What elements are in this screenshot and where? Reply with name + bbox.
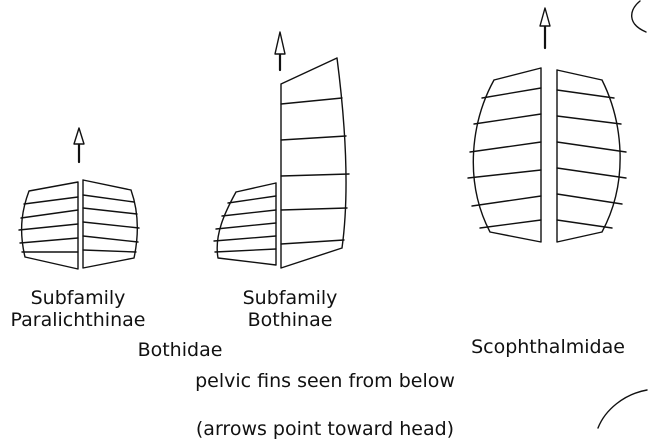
fin-scophthalmidae-right [557, 70, 626, 242]
margin-mark-top-right [632, 1, 646, 32]
arrow-scophthalmidae [540, 8, 550, 48]
label-subfamily-paralichthinae-line2: Paralichthinae [0, 309, 156, 331]
margin-mark-bottom-right [598, 390, 647, 428]
label-family-scophthalmidae: Scophthalmidae [448, 336, 648, 358]
caption-arrow-note: (arrows point toward head) [160, 418, 490, 440]
arrow-bothinae [275, 32, 285, 70]
label-subfamily-bothinae-line2: Bothinae [190, 309, 390, 331]
label-subfamily-paralichthinae-line1: Subfamily [0, 287, 156, 309]
fin-paralichthinae-right [83, 180, 139, 268]
caption-pelvic-fins: pelvic fins seen from below [160, 370, 490, 392]
fin-pair-scophthalmidae [468, 68, 626, 242]
fin-scophthalmidae-left [468, 68, 541, 242]
arrow-paralichthinae [74, 128, 84, 162]
label-subfamily-bothinae-line1: Subfamily [190, 287, 390, 309]
fin-pair-bothinae [214, 58, 349, 268]
fin-paralichthinae-left [19, 182, 78, 269]
fin-bothinae-right [281, 58, 349, 268]
fin-bothinae-left [214, 183, 276, 265]
label-family-bothidae: Bothidae [110, 339, 250, 361]
fin-pair-paralichthinae [19, 180, 139, 269]
